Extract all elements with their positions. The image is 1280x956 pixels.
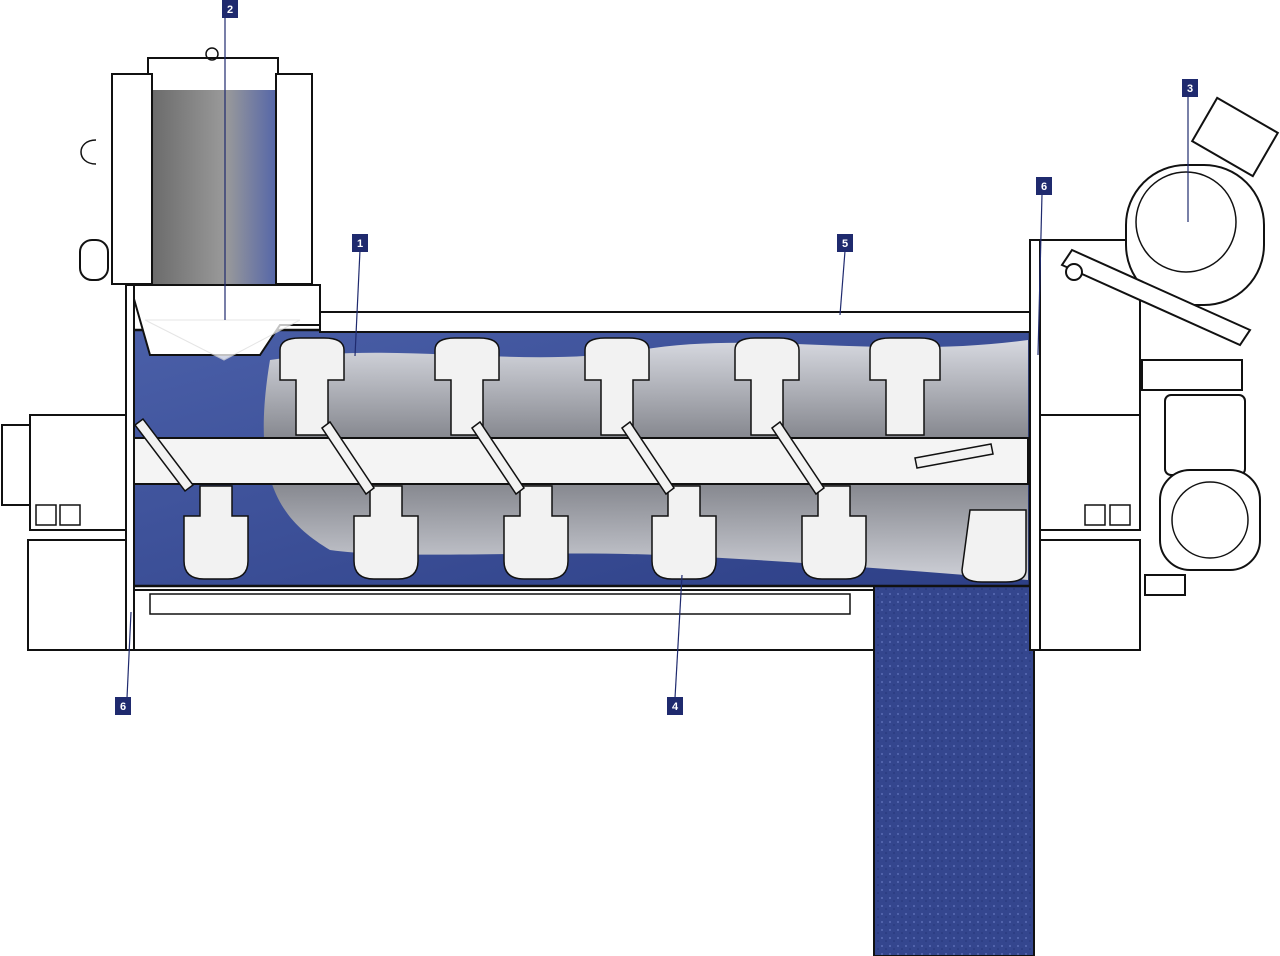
base-frame-inner <box>149 593 851 615</box>
main-drive-motor <box>1144 394 1261 596</box>
callout-6-top-label: 6 <box>1041 181 1047 193</box>
callout-4: 4 <box>667 697 683 715</box>
discharge-chute <box>873 581 1035 956</box>
top-cover <box>319 311 1033 333</box>
callout-3-label: 3 <box>1187 83 1193 95</box>
leader-lines <box>126 18 1189 699</box>
base-frame <box>129 589 875 651</box>
callout-6-bottom: 6 <box>115 697 131 715</box>
mixer-shaft <box>131 437 1029 485</box>
callout-4-label: 4 <box>672 701 679 713</box>
lower-plough-blades <box>183 485 1027 583</box>
callout-1: 1 <box>352 234 368 252</box>
callout-6-bottom-label: 6 <box>120 701 126 713</box>
upper-plough-blades <box>279 337 941 436</box>
callout-5: 5 <box>837 234 853 252</box>
spray-cone <box>144 319 301 361</box>
callout-3: 3 <box>1182 79 1198 97</box>
right-end-wall <box>1029 239 1041 651</box>
callout-1-label: 1 <box>357 238 363 250</box>
left-drive-housing <box>1 414 131 651</box>
chopper-motor <box>1039 96 1280 416</box>
shaft-arms <box>133 417 994 496</box>
left-end-wall <box>125 284 135 651</box>
right-drive-housing <box>1039 414 1141 651</box>
callout-6-top: 6 <box>1036 177 1052 195</box>
callout-5-label: 5 <box>842 238 848 250</box>
callout-2: 2 <box>222 0 238 18</box>
callout-2-label: 2 <box>227 4 233 16</box>
feed-hopper <box>79 47 321 356</box>
